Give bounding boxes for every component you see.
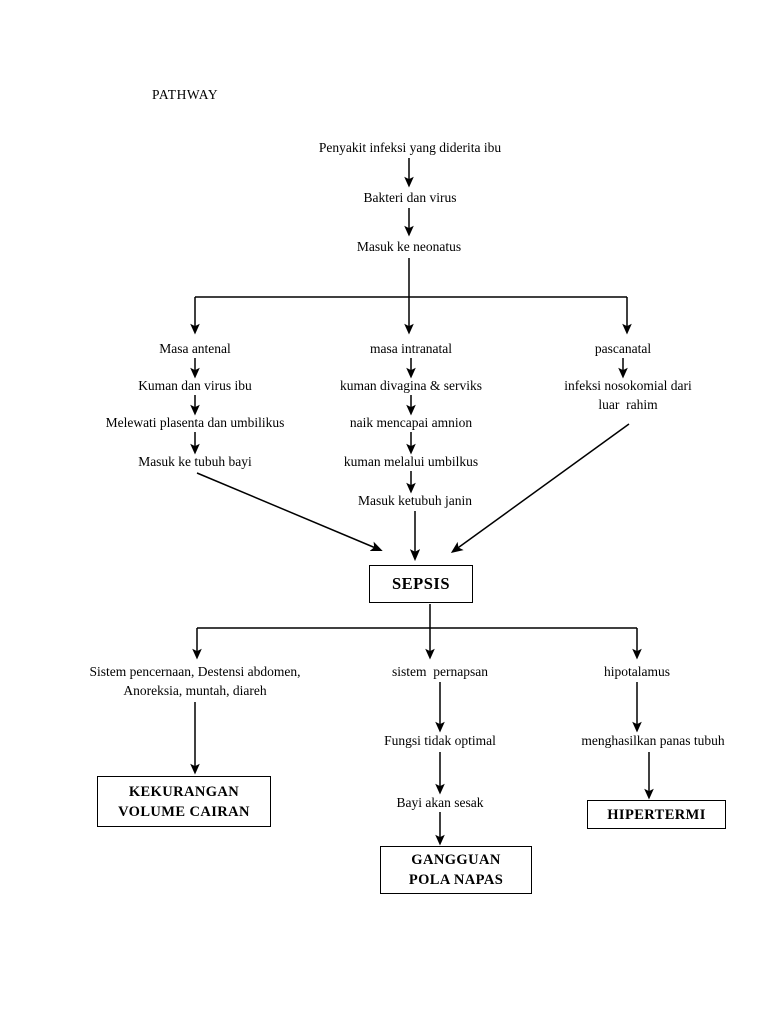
node-pascanatal: pascanatal [594,341,652,356]
box-gangguan-pola-napas: GANGGUAN POLA NAPAS [380,846,532,894]
node-masa-antenal: Masa antenal [159,341,231,356]
box-kekurangan-volume-cairan: KEKURANGAN VOLUME CAIRAN [97,776,271,827]
edge-a4-sepsis-diagonal [196,472,383,552]
edge-c2-sepsis-diagonal [450,423,630,553]
node-kuman-divagina-serviks: kuman divagina & serviks [339,378,483,393]
node-fungsi-tidak-optimal: Fungsi tidak optimal [384,733,496,748]
node-kuman-melalui-umbilkus: kuman melalui umbilkus [343,454,479,469]
node-masuk-ke-neonatus: Masuk ke neonatus [356,239,462,254]
node-penyakit-infeksi: Penyakit infeksi yang diderita ibu [318,140,502,155]
node-hipotalamus: hipotalamus [604,664,670,679]
node-sistem-pernapsan: sistem pernapsan [392,664,488,679]
node-infeksi-nosokomial: infeksi nosokomial dari luar rahim [564,378,692,412]
box-hipertermi: HIPERTERMI [587,800,726,829]
node-menghasilkan-panas-tubuh: menghasilkan panas tubuh [581,733,725,748]
page-title: PATHWAY [152,87,219,102]
node-melewati-plasenta-dan-umbilikus: Melewati plasenta dan umbilikus [105,415,285,430]
node-masuk-ketubuh-janin: Masuk ketubuh janin [358,493,472,508]
node-naik-mencapai-amnion: naik mencapai amnion [349,415,473,430]
node-bakteri-dan-virus: Bakteri dan virus [363,190,457,205]
node-sistem-pencernaan: Sistem pencernaan, Destensi abdomen, Ano… [89,664,301,698]
node-kuman-dan-virus-ibu: Kuman dan virus ibu [138,378,252,393]
node-masa-intranatal: masa intranatal [369,341,453,356]
box-sepsis: SEPSIS [369,565,473,603]
node-bayi-akan-sesak: Bayi akan sesak [396,795,484,810]
node-masuk-ke-tubuh-bayi: Masuk ke tubuh bayi [138,454,252,469]
